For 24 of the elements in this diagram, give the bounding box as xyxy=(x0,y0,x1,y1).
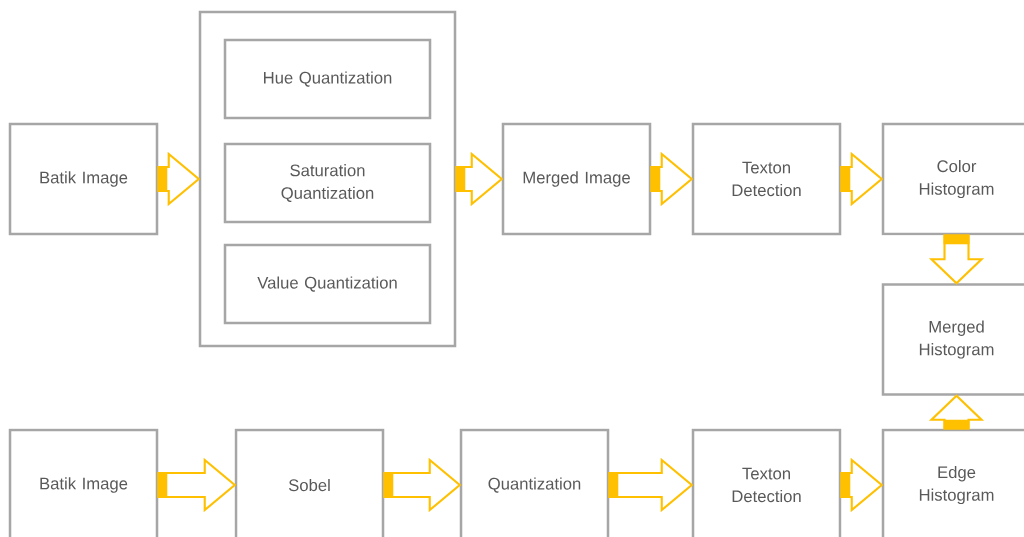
block-arrow xyxy=(928,234,985,285)
block-arrow xyxy=(455,151,504,207)
block-arrow xyxy=(840,457,884,513)
process-box: Texton Detection xyxy=(691,428,842,537)
process-box: Hue Quantization xyxy=(223,38,432,120)
process-box: Quantization xyxy=(459,428,610,537)
block-arrow xyxy=(608,457,694,513)
process-box: Sobel xyxy=(234,428,385,537)
block-arrow xyxy=(928,394,985,430)
process-box: Merged Histogram xyxy=(881,283,1024,396)
block-arrow xyxy=(650,151,694,207)
block-arrow xyxy=(840,151,884,207)
block-arrow xyxy=(157,457,237,513)
process-box: Value Quantization xyxy=(223,243,432,325)
process-box: Batik Image xyxy=(8,122,159,236)
group-box xyxy=(198,10,457,348)
process-box: Saturation Quantization xyxy=(223,142,432,224)
process-box: Texton Detection xyxy=(691,122,842,236)
block-arrow xyxy=(383,457,462,513)
process-box: Edge Histogram xyxy=(881,428,1024,537)
process-box: Merged Image xyxy=(501,122,652,236)
process-box: Batik Image xyxy=(8,428,159,537)
process-box: Color Histogram xyxy=(881,122,1024,236)
block-arrow xyxy=(157,151,201,207)
